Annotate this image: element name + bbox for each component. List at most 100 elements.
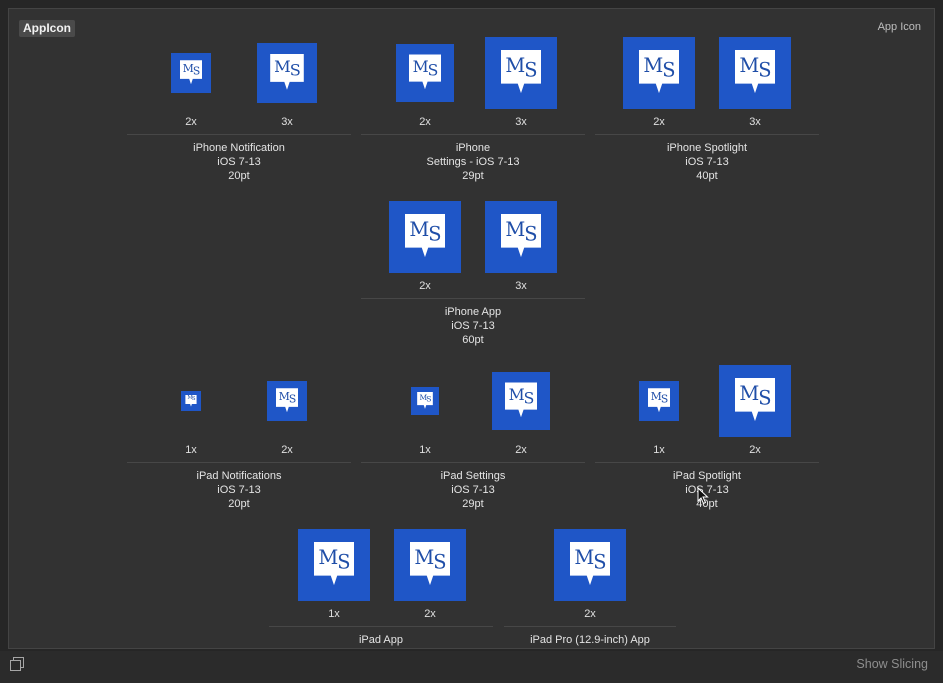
- caption-line: iPad Pro (12.9-inch) App: [530, 634, 650, 646]
- caption-line: iPhone: [455, 142, 491, 154]
- shield-logo-icon: MS: [647, 388, 671, 413]
- group-caption: iPad Spotlight iOS 7-13 40pt: [595, 469, 819, 511]
- group-divider: [127, 462, 351, 463]
- icon-monogram: MS: [739, 381, 771, 410]
- group-divider: [127, 134, 351, 135]
- icon-monogram: MS: [419, 393, 432, 405]
- show-slicing-button[interactable]: Show Slicing: [856, 657, 928, 671]
- group-caption: iPhone Spotlight iOS 7-13 40pt: [595, 141, 819, 183]
- scale-label: 1x: [185, 444, 197, 456]
- shield-logo-icon: MS: [408, 54, 442, 90]
- scale-label: 1x: [653, 444, 665, 456]
- icon-slot-1x[interactable]: MS: [639, 381, 679, 421]
- icon-slot-3x[interactable]: MS: [485, 201, 557, 273]
- icon-monogram: MS: [414, 545, 446, 574]
- asset-set-name[interactable]: AppIcon: [19, 20, 75, 37]
- scale-label: 2x: [749, 444, 761, 456]
- shield-logo-icon: MS: [404, 213, 446, 258]
- icon-slot-2x[interactable]: MS: [171, 53, 211, 93]
- asset-set-type: App Icon: [877, 21, 921, 33]
- icon-slot-1x[interactable]: MS: [298, 529, 370, 601]
- icon-slot-3x[interactable]: MS: [719, 37, 791, 109]
- icon-monogram: MS: [409, 217, 441, 246]
- shield-logo-icon: MS: [504, 382, 538, 418]
- caption-line: iOS 7-13: [451, 484, 495, 496]
- caption-line: iPhone Spotlight: [666, 142, 748, 154]
- scale-label: 3x: [515, 280, 527, 292]
- mouse-cursor-icon: [697, 487, 709, 505]
- group-caption: iPad Notifications iOS 7-13 20pt: [127, 469, 351, 511]
- scale-label: 2x: [584, 608, 596, 620]
- icon-slot-2x[interactable]: MS: [389, 201, 461, 273]
- group-divider: [595, 134, 819, 135]
- icon-monogram: MS: [508, 385, 535, 408]
- group-divider: [269, 626, 493, 627]
- shield-logo-icon: MS: [569, 541, 611, 586]
- icon-slot-2x[interactable]: MS: [623, 37, 695, 109]
- caption-line: iOS 7-13: [685, 484, 729, 496]
- icon-monogram: MS: [182, 61, 201, 77]
- scale-label: 3x: [515, 116, 527, 128]
- group-divider: [361, 134, 585, 135]
- caption-line: iOS 7-13: [217, 484, 261, 496]
- scale-label: 2x: [424, 608, 436, 620]
- slicing-toggle-icon[interactable]: [10, 657, 24, 671]
- icon-slot-2x[interactable]: MS: [267, 381, 307, 421]
- scale-label: 2x: [653, 116, 665, 128]
- shield-logo-icon: MS: [638, 49, 680, 94]
- caption-line: iPhone App: [444, 306, 502, 318]
- icon-slot-2x[interactable]: MS: [554, 529, 626, 601]
- caption-line: iOS 7-13: [451, 320, 495, 332]
- caption-line: 40pt: [696, 498, 718, 510]
- icon-monogram: MS: [650, 389, 669, 405]
- icon-slot-2x[interactable]: MS: [394, 529, 466, 601]
- scale-label: 1x: [328, 608, 340, 620]
- shield-logo-icon: MS: [179, 60, 203, 85]
- shield-logo-icon: MS: [417, 392, 433, 409]
- scale-label: 2x: [185, 116, 197, 128]
- shield-logo-icon: MS: [275, 388, 299, 413]
- shield-logo-icon: MS: [734, 377, 776, 422]
- caption-line: iPad Spotlight: [673, 470, 741, 482]
- scale-label: 3x: [749, 116, 761, 128]
- icon-monogram: MS: [278, 389, 297, 405]
- caption-line: iPad Settings: [440, 470, 506, 482]
- icon-slot-3x[interactable]: MS: [485, 37, 557, 109]
- icon-slot-2x[interactable]: MS: [492, 372, 550, 430]
- icon-slot-3x[interactable]: MS: [257, 43, 317, 103]
- caption-line: 29pt: [462, 498, 484, 510]
- caption-line: 20pt: [228, 498, 250, 510]
- shield-logo-icon: MS: [270, 53, 304, 90]
- icon-slot-2x[interactable]: MS: [719, 365, 791, 437]
- shield-logo-icon: MS: [734, 49, 776, 94]
- caption-line: iOS 7-13: [685, 156, 729, 168]
- icon-monogram: MS: [274, 56, 301, 80]
- scale-label: 2x: [515, 444, 527, 456]
- caption-line: iPad Notifications: [196, 470, 282, 482]
- icon-monogram: MS: [739, 53, 771, 82]
- scale-label: 2x: [419, 116, 431, 128]
- scale-label: 2x: [281, 444, 293, 456]
- icon-slot-1x[interactable]: MS: [181, 391, 201, 411]
- icon-slot-1x[interactable]: MS: [411, 387, 439, 415]
- scale-label: 3x: [281, 116, 293, 128]
- icon-monogram: MS: [187, 395, 195, 403]
- icon-slot-2x[interactable]: MS: [396, 44, 454, 102]
- caption-line: 20pt: [228, 170, 250, 182]
- shield-logo-icon: MS: [313, 541, 355, 586]
- caption-line: iPhone Notification: [193, 142, 285, 154]
- icon-monogram: MS: [505, 217, 537, 246]
- icon-monogram: MS: [505, 53, 537, 82]
- group-divider: [595, 462, 819, 463]
- shield-logo-icon: MS: [185, 394, 197, 407]
- group-divider: [504, 626, 676, 627]
- icon-monogram: MS: [574, 545, 606, 574]
- icon-monogram: MS: [643, 53, 675, 82]
- caption-line: Settings - iOS 7-13: [426, 156, 520, 168]
- group-caption: iPad Settings iOS 7-13 29pt: [361, 469, 585, 511]
- caption-line: 40pt: [696, 170, 718, 182]
- caption-line: iOS 9-13: [504, 647, 676, 648]
- group-divider: [361, 462, 585, 463]
